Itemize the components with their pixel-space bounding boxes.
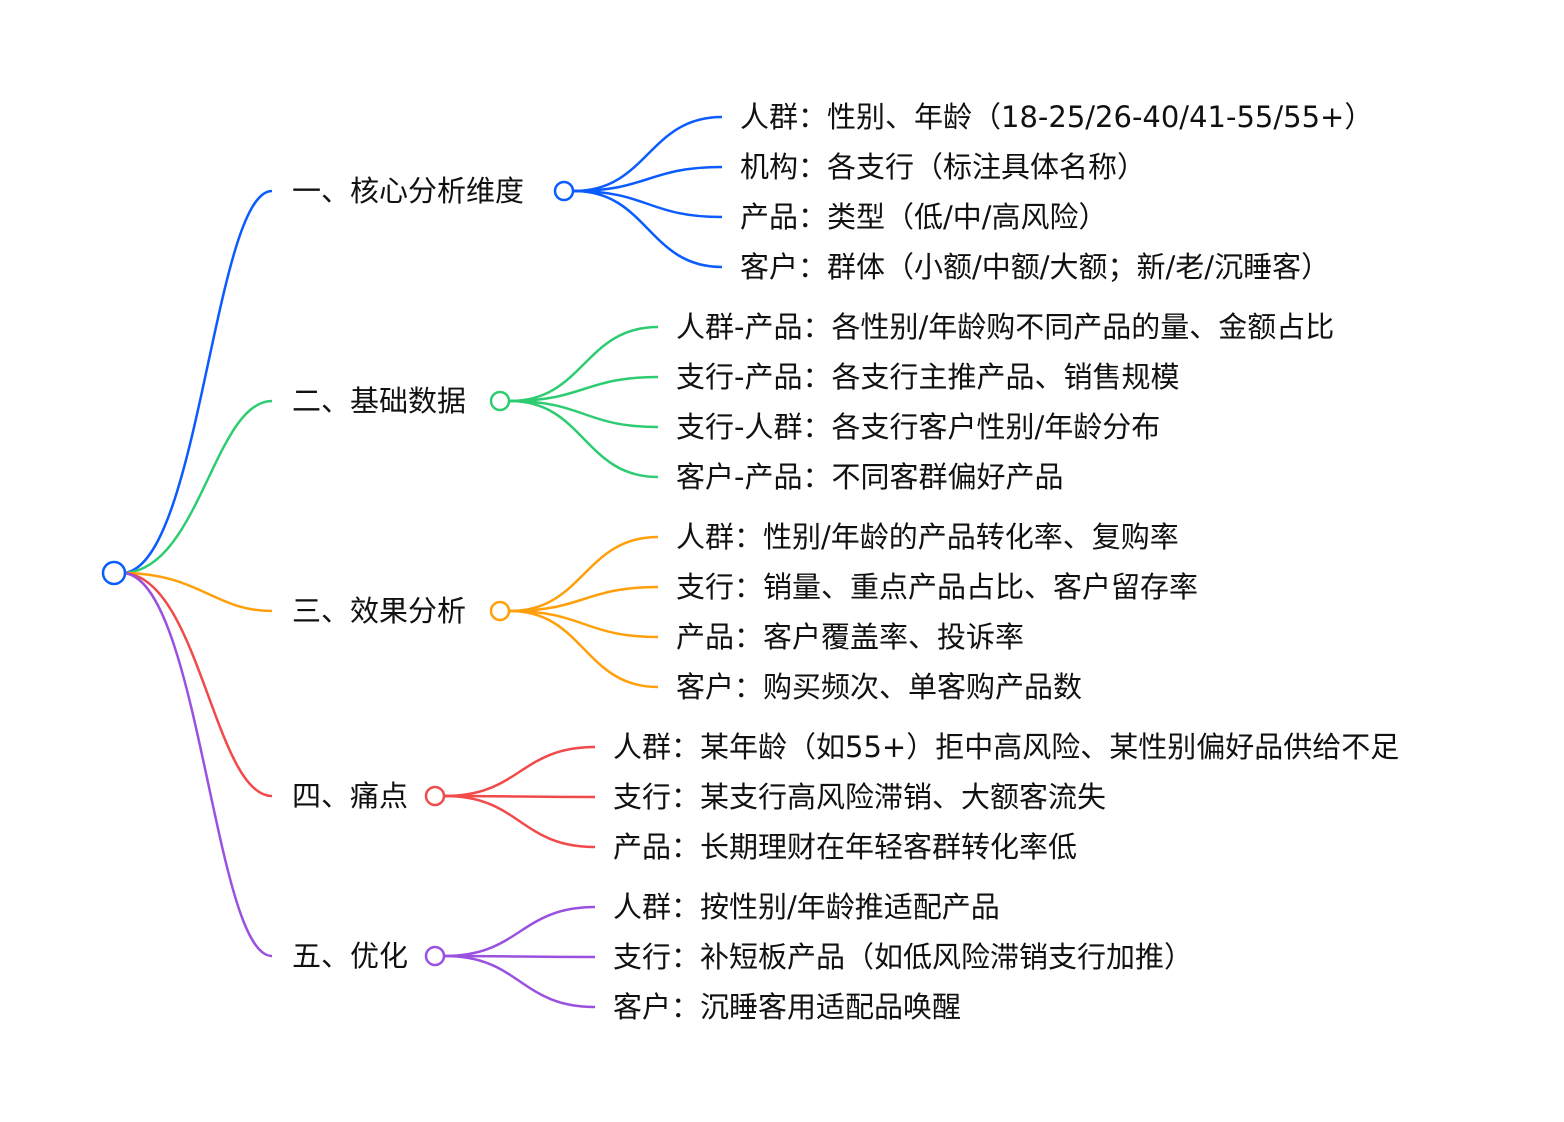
- child-connector: [444, 954, 596, 1009]
- leaf-node-label[interactable]: 产品：类型（低/中/高风险）: [740, 200, 1108, 234]
- child-connector: [444, 954, 596, 959]
- branch-collapse-toggle[interactable]: [424, 785, 446, 807]
- branch-node-label[interactable]: 四、痛点: [292, 779, 409, 813]
- leaf-node-label[interactable]: 支行：某支行高风险滞销、大额客流失: [613, 780, 1107, 814]
- child-connector: [509, 585, 659, 613]
- branch-connector: [121, 571, 273, 798]
- child-connector: [509, 399, 659, 429]
- child-connector: [509, 535, 659, 613]
- branch-node-label[interactable]: 二、基础数据: [292, 384, 467, 418]
- child-connector: [509, 325, 659, 403]
- child-connector: [444, 905, 596, 958]
- leaf-node-label[interactable]: 人群：按性别/年龄推适配产品: [613, 890, 1000, 924]
- leaf-node-label[interactable]: 支行：销量、重点产品占比、客户留存率: [676, 570, 1199, 604]
- leaf-node-label[interactable]: 支行-人群：各支行客户性别/年龄分布: [676, 410, 1161, 444]
- branch-collapse-toggle[interactable]: [489, 600, 511, 622]
- branch-connector: [121, 571, 273, 613]
- leaf-node-label[interactable]: 产品：客户覆盖率、投诉率: [676, 620, 1025, 654]
- leaf-node-label[interactable]: 人群-产品：各性别/年龄购不同产品的量、金额占比: [676, 310, 1335, 344]
- leaf-node-label[interactable]: 机构：各支行（标注具体名称）: [740, 150, 1147, 184]
- child-connector: [573, 189, 723, 269]
- child-connector: [509, 609, 659, 689]
- child-connector: [509, 609, 659, 639]
- leaf-node-label[interactable]: 人群：性别/年龄的产品转化率、复购率: [676, 520, 1179, 554]
- leaf-node-label[interactable]: 客户-产品：不同客群偏好产品: [676, 460, 1064, 494]
- branch-node-label[interactable]: 五、优化: [292, 939, 409, 973]
- leaf-node-label[interactable]: 客户：群体（小额/中额/大额；新/老/沉睡客）: [740, 250, 1331, 284]
- branch-connector: [121, 399, 273, 575]
- child-connector: [509, 399, 659, 479]
- branch-collapse-toggle[interactable]: [424, 945, 446, 967]
- child-connector: [573, 165, 723, 193]
- leaf-node-label[interactable]: 客户：沉睡客用适配品唤醒: [613, 990, 962, 1024]
- leaf-node-label[interactable]: 客户：购买频次、单客购产品数: [676, 670, 1083, 704]
- branch-collapse-toggle[interactable]: [553, 180, 575, 202]
- child-connector: [444, 745, 596, 798]
- leaf-node-label[interactable]: 支行-产品：各支行主推产品、销售规模: [676, 360, 1180, 394]
- leaf-node-label[interactable]: 产品：长期理财在年轻客群转化率低: [613, 830, 1078, 864]
- branch-node-label[interactable]: 三、效果分析: [292, 594, 467, 628]
- branch-connector: [121, 571, 273, 958]
- root-node[interactable]: [101, 560, 127, 586]
- branch-connector: [121, 189, 273, 575]
- branch-collapse-toggle[interactable]: [489, 390, 511, 412]
- child-connector: [444, 794, 596, 849]
- leaf-node-label[interactable]: 人群：性别、年龄（18-25/26-40/41-55/55+）: [740, 100, 1374, 134]
- child-connector: [573, 189, 723, 219]
- leaf-node-label[interactable]: 人群：某年龄（如55+）拒中高风险、某性别偏好品供给不足: [613, 730, 1400, 764]
- branch-node-label[interactable]: 一、核心分析维度: [292, 174, 525, 208]
- child-connector: [509, 375, 659, 403]
- child-connector: [444, 794, 596, 799]
- leaf-node-label[interactable]: 支行：补短板产品（如低风险滞销支行加推）: [613, 940, 1194, 974]
- child-connector: [573, 115, 723, 193]
